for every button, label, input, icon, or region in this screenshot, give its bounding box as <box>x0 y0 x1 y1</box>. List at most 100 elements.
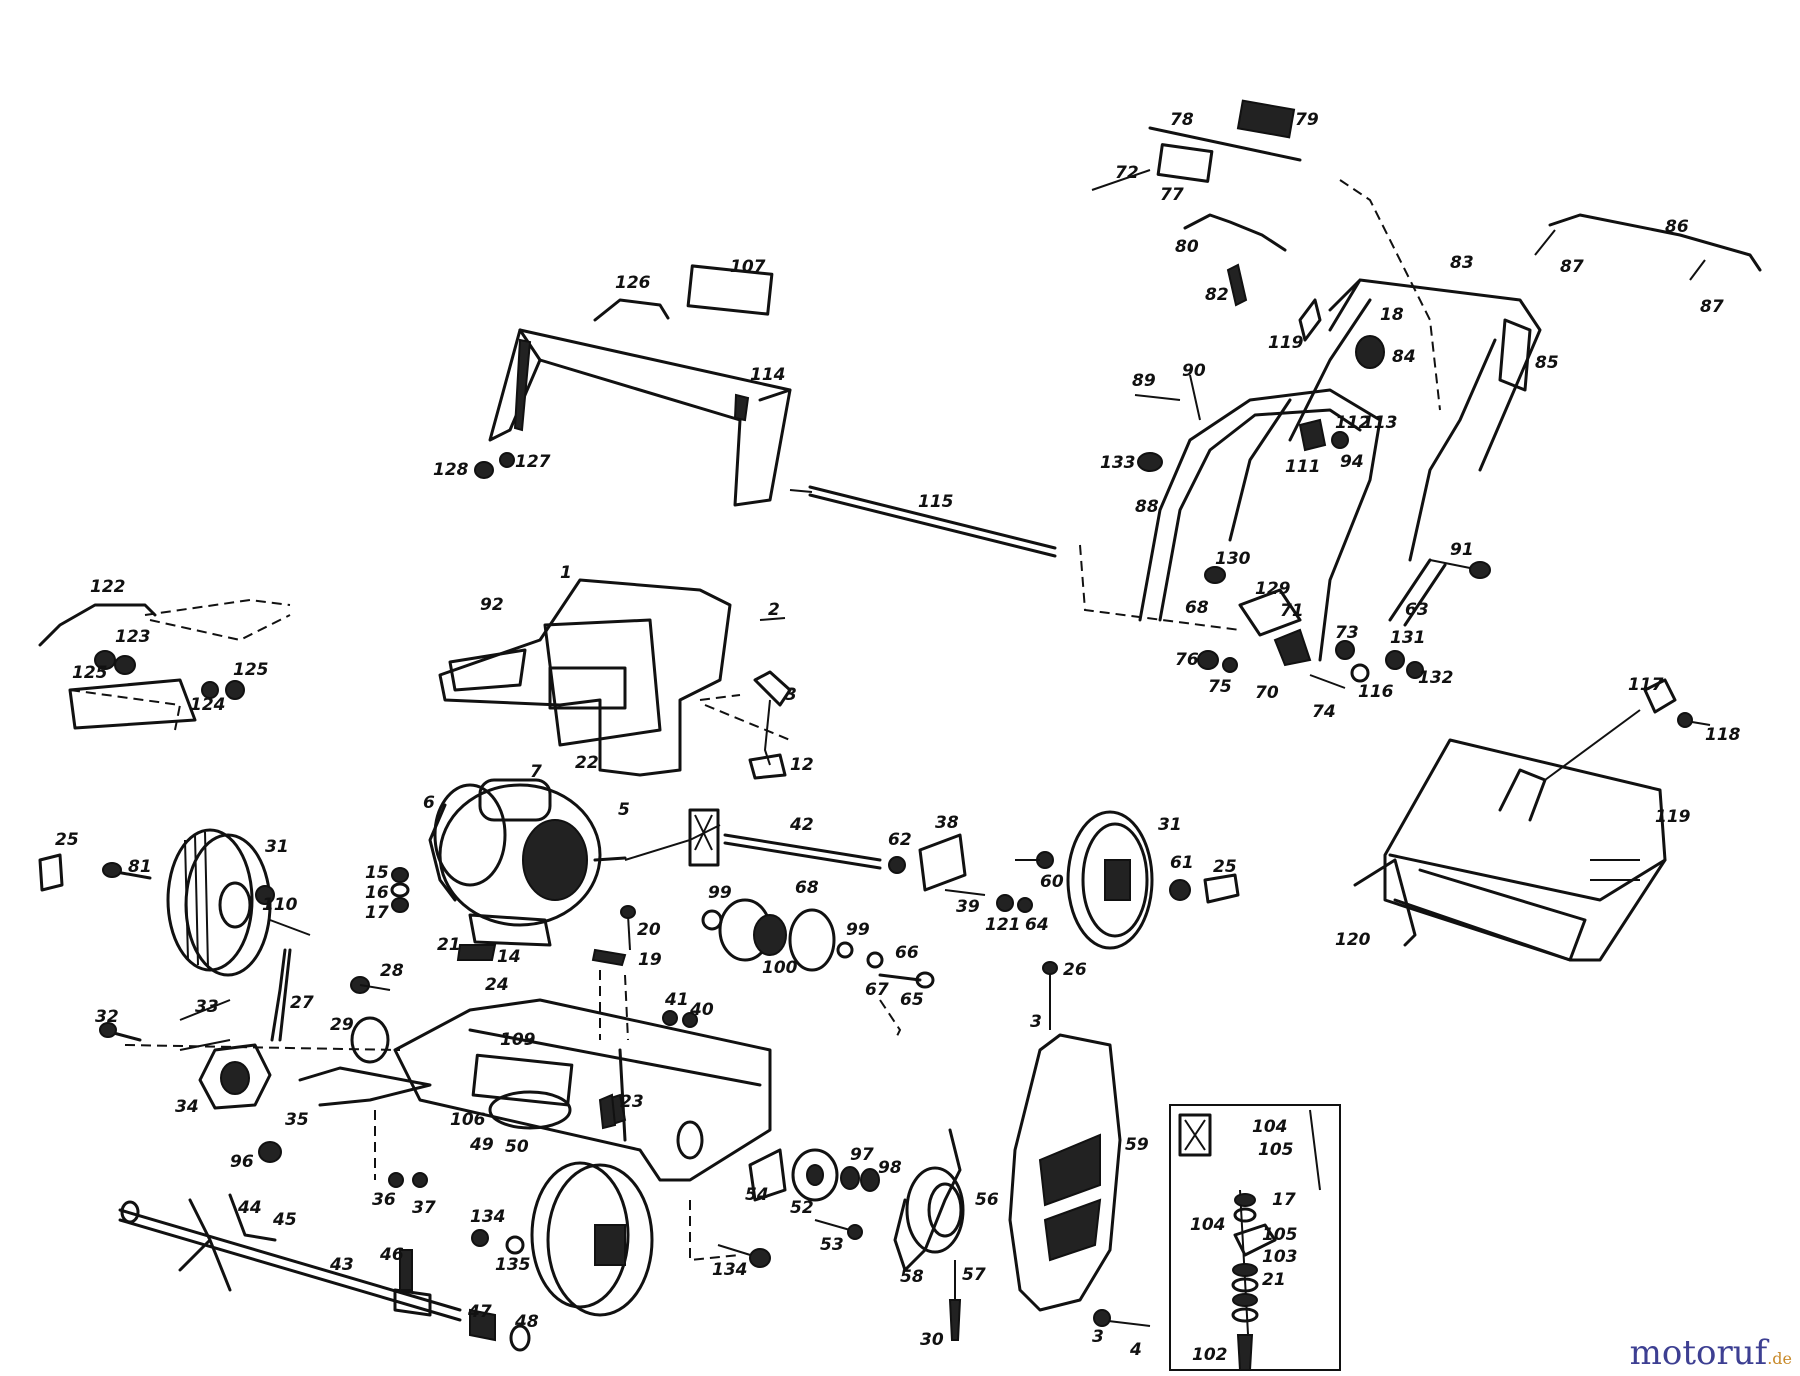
plate-49-50 <box>488 1090 572 1130</box>
watermark-tld: .de <box>1767 1349 1792 1368</box>
part-label: 85 <box>1535 353 1559 373</box>
part-label: 102 <box>1192 1345 1228 1365</box>
part-label: 83 <box>1450 253 1474 273</box>
part-label: 36 <box>372 1190 396 1210</box>
part-label: 74 <box>1312 702 1336 722</box>
bag-59 <box>1008 1033 1122 1312</box>
catcher-handle-117 <box>1498 768 1547 822</box>
part-label: 134 <box>470 1207 506 1227</box>
part-label: 79 <box>1295 110 1319 130</box>
detail-inset <box>1169 1104 1341 1371</box>
lever-80 <box>1183 213 1287 252</box>
handle-rail <box>1228 338 1497 562</box>
motor-7 <box>438 783 602 927</box>
clamp-85 <box>1498 318 1532 392</box>
part-label: 72 <box>1115 163 1139 183</box>
part-label: 88 <box>1135 497 1159 517</box>
part-label: 116 <box>1358 682 1394 702</box>
part-label: 128 <box>433 460 469 480</box>
part-label: 78 <box>1170 110 1194 130</box>
part-label: 3 <box>1030 1012 1042 1032</box>
rotor-blades-44 <box>178 1193 277 1292</box>
part-label: 67 <box>865 980 889 1000</box>
part-label: 50 <box>505 1137 529 1157</box>
switch-cover-79 <box>1236 99 1296 139</box>
part-label: 1 <box>560 563 572 583</box>
part-label: 24 <box>485 975 509 995</box>
bracket-38 <box>918 833 967 892</box>
part-label: 129 <box>1255 579 1291 599</box>
blade-35 <box>298 1066 432 1107</box>
rotor-assembly <box>118 961 1151 1352</box>
part-label: 43 <box>329 1255 354 1275</box>
part-label: 106 <box>450 1110 486 1130</box>
part-label: 91 <box>1450 540 1474 560</box>
part-label: 56 <box>975 1190 999 1210</box>
part-label: 37 <box>412 1198 436 1218</box>
part-label: 96 <box>230 1152 254 1172</box>
capacitor-6 <box>478 778 552 822</box>
part-label: 65 <box>900 990 924 1010</box>
part-label: 98 <box>878 1158 902 1178</box>
part-label: 75 <box>1208 677 1232 697</box>
part-label: 52 <box>790 1198 814 1218</box>
part-label: 126 <box>615 273 651 293</box>
part-label: 64 <box>1025 915 1049 935</box>
rotor-shaft-43 <box>118 1208 462 1312</box>
deflector-assembly <box>38 598 291 731</box>
part-label: 97 <box>850 1145 874 1165</box>
part-label: 89 <box>1132 371 1156 391</box>
bolt-23 <box>598 1093 617 1130</box>
nut-133 <box>1137 452 1163 472</box>
bracket-12 <box>748 753 787 780</box>
part-label: 127 <box>515 452 551 472</box>
part-label: 28 <box>380 961 404 981</box>
part-label: 115 <box>918 492 954 512</box>
part-label: 119 <box>1655 807 1691 827</box>
part-label: 54 <box>745 1185 769 1205</box>
part-label: 27 <box>290 993 314 1013</box>
hub-cap-25 <box>1203 873 1240 904</box>
part-label: 4 <box>1129 1340 1142 1360</box>
wheel-31-left <box>166 828 254 972</box>
leader-115 <box>1079 544 1241 631</box>
plate-54 <box>748 1148 787 1202</box>
part-label: 30 <box>920 1330 944 1350</box>
part-label: 3 <box>1092 1327 1104 1347</box>
part-label: 125 <box>72 663 108 683</box>
part-label: 107 <box>730 257 766 277</box>
part-label: 42 <box>789 815 814 835</box>
knob-84 <box>1355 335 1385 369</box>
part-label: 31 <box>265 837 289 857</box>
part-label: 14 <box>497 947 521 967</box>
handle-assembly <box>1079 99 1762 689</box>
part-label: 90 <box>1182 361 1206 381</box>
motor-cover <box>438 578 792 780</box>
front-wheel <box>546 1163 654 1317</box>
part-label: 26 <box>1063 960 1087 980</box>
part-label: 33 <box>195 997 219 1017</box>
handle-bar-78 <box>1148 126 1302 162</box>
part-label: 29 <box>330 1015 354 1035</box>
belt-58 <box>893 1128 962 1272</box>
part-label: 62 <box>888 830 912 850</box>
part-label: 81 <box>128 857 152 877</box>
part-label: 114 <box>750 365 786 385</box>
part-label: 119 <box>1268 333 1304 353</box>
part-label: 47 <box>467 1302 492 1322</box>
part-label: 117 <box>1628 675 1664 695</box>
part-label: 25 <box>1213 857 1237 877</box>
part-label: 44 <box>237 1198 262 1218</box>
part-label: 23 <box>620 1092 644 1112</box>
bracket-63 <box>1388 558 1447 627</box>
part-label: 86 <box>1665 217 1689 237</box>
pulley-99 <box>788 908 836 972</box>
nut-128 <box>474 461 494 479</box>
part-label: 80 <box>1175 237 1199 257</box>
part-label: 105 <box>1258 1140 1294 1160</box>
deck-24 <box>393 998 772 1182</box>
cover-window-22 <box>543 618 662 747</box>
spring-47 <box>469 1308 496 1342</box>
part-label: 109 <box>500 1030 536 1050</box>
deck-assembly <box>99 948 772 1317</box>
